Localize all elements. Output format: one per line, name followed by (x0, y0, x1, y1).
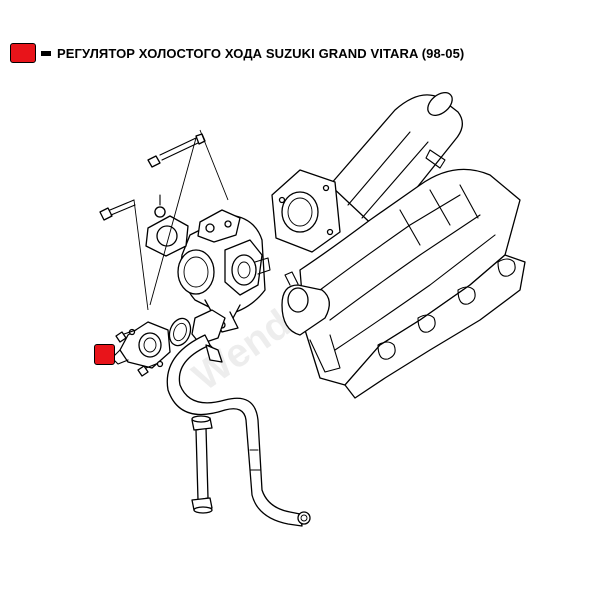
intake-manifold (271, 92, 526, 399)
legend-title: РЕГУЛЯТОР ХОЛОСТОГО ХОДА SUZUKI GRAND VI… (57, 45, 465, 61)
hose-clamp-2 (297, 511, 311, 525)
throttle-position-sensor (145, 194, 189, 257)
vertical-pipe (191, 415, 213, 514)
legend-color-swatch (10, 43, 36, 63)
bolt-small-2 (137, 363, 157, 377)
leader-lines (133, 129, 229, 351)
legend: РЕГУЛЯТОР ХОЛОСТОГО ХОДА SUZUKI GRAND VI… (10, 42, 464, 64)
idle-air-control-marker (94, 344, 115, 365)
hose-clamp-1 (205, 344, 223, 363)
bolt-small-1 (115, 329, 137, 343)
bolt-left-upper (99, 199, 136, 221)
air-hose (166, 334, 303, 527)
nut-upper (154, 206, 166, 218)
legend-dash (41, 50, 51, 56)
throttle-body (177, 209, 271, 333)
pipe-bracket (191, 309, 226, 345)
idle-air-control-valve (111, 321, 171, 369)
stud-bolt-upper (147, 133, 206, 168)
